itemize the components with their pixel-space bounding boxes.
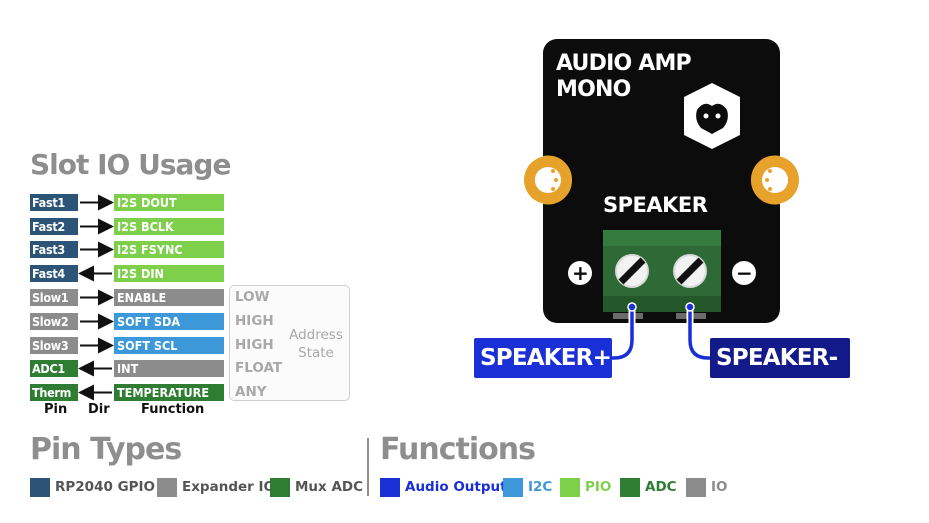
legend-swatch-expander-io <box>157 478 177 497</box>
legend-label-adc: ADC <box>645 479 677 495</box>
legend-label-pio: PIO <box>585 479 612 495</box>
pin-fast1: Fast1 <box>30 194 78 211</box>
screw-left-icon <box>615 254 649 288</box>
pin-slow3: Slow3 <box>30 337 78 354</box>
col-dir-label: Dir <box>88 402 110 417</box>
board-subtitle: MONO <box>556 77 631 102</box>
pin-adc1: ADC1 <box>30 360 78 377</box>
callout-speaker-minus: SPEAKER- <box>710 338 850 378</box>
legend-swatch-mux-adc <box>270 478 290 497</box>
state-label: State <box>298 345 334 361</box>
pin-fast4: Fast4 <box>30 265 78 282</box>
board-speaker-label: SPEAKER <box>603 193 708 217</box>
legend-label-audio-output: Audio Output <box>405 479 507 495</box>
fn-i2s-dout: I2S DOUT <box>114 194 224 211</box>
fn-temperature: TEMPERATURE <box>114 384 224 401</box>
addr-val-adc1: FLOAT <box>235 360 283 376</box>
pin-fast3: Fast3 <box>30 241 78 258</box>
functions-title: Functions <box>380 432 536 467</box>
addr-val-slow1: LOW <box>235 289 270 305</box>
fn-i2s-bclk: I2S BCLK <box>114 218 224 235</box>
pin-slow2: Slow2 <box>30 313 78 330</box>
fn-soft-scl: SOFT SCL <box>114 337 224 354</box>
slot-io-title: Slot IO Usage <box>30 148 231 181</box>
address-state-box: LOW HIGH HIGH FLOAT ANY Address State <box>229 285 350 401</box>
board-title: AUDIO AMP <box>556 51 692 76</box>
pin-types-title: Pin Types <box>30 432 182 467</box>
legend-swatch-pio <box>560 478 580 497</box>
legend-label-expander-io: Expander IO <box>182 479 275 495</box>
plus-circle-icon <box>568 261 592 285</box>
fn-enable: ENABLE <box>114 289 224 306</box>
col-function-label: Function <box>141 402 205 417</box>
pin-therm: Therm <box>30 384 78 401</box>
legend-swatch-rp2040-gpio <box>30 478 50 497</box>
pin-fast2: Fast2 <box>30 218 78 235</box>
legend-label-mux-adc: Mux ADC <box>295 479 364 495</box>
fn-i2s-fsync: I2S FSYNC <box>114 241 224 258</box>
wire-speaker-plus <box>610 304 634 360</box>
section-divider <box>367 438 369 496</box>
col-pin-label: Pin <box>44 402 68 417</box>
addr-val-slow2: HIGH <box>235 313 274 329</box>
legend-swatch-io <box>686 478 706 497</box>
bear-hexagon-logo <box>684 83 740 149</box>
screw-right-icon <box>673 254 707 288</box>
minus-circle-icon <box>732 261 756 285</box>
wire-speaker-minus <box>688 304 714 360</box>
callout-speaker-plus: SPEAKER+ <box>474 338 612 378</box>
plus-symbol: + <box>572 261 589 285</box>
legend-label-i2c: I2C <box>528 479 553 495</box>
legend-swatch-i2c <box>503 478 523 497</box>
legend-label-io: IO <box>711 479 728 495</box>
fn-i2s-din: I2S DIN <box>114 265 224 282</box>
fn-int: INT <box>114 360 224 377</box>
legend-label-rp2040-gpio: RP2040 GPIO <box>55 479 156 495</box>
legend-swatch-audio-output <box>380 478 400 497</box>
fn-soft-sda: SOFT SDA <box>114 313 224 330</box>
address-label: Address <box>289 327 343 343</box>
addr-val-slow3: HIGH <box>235 337 274 353</box>
minus-symbol: − <box>736 261 753 285</box>
legend-swatch-adc <box>620 478 640 497</box>
pin-slow1: Slow1 <box>30 289 78 306</box>
addr-val-therm: ANY <box>235 384 267 400</box>
